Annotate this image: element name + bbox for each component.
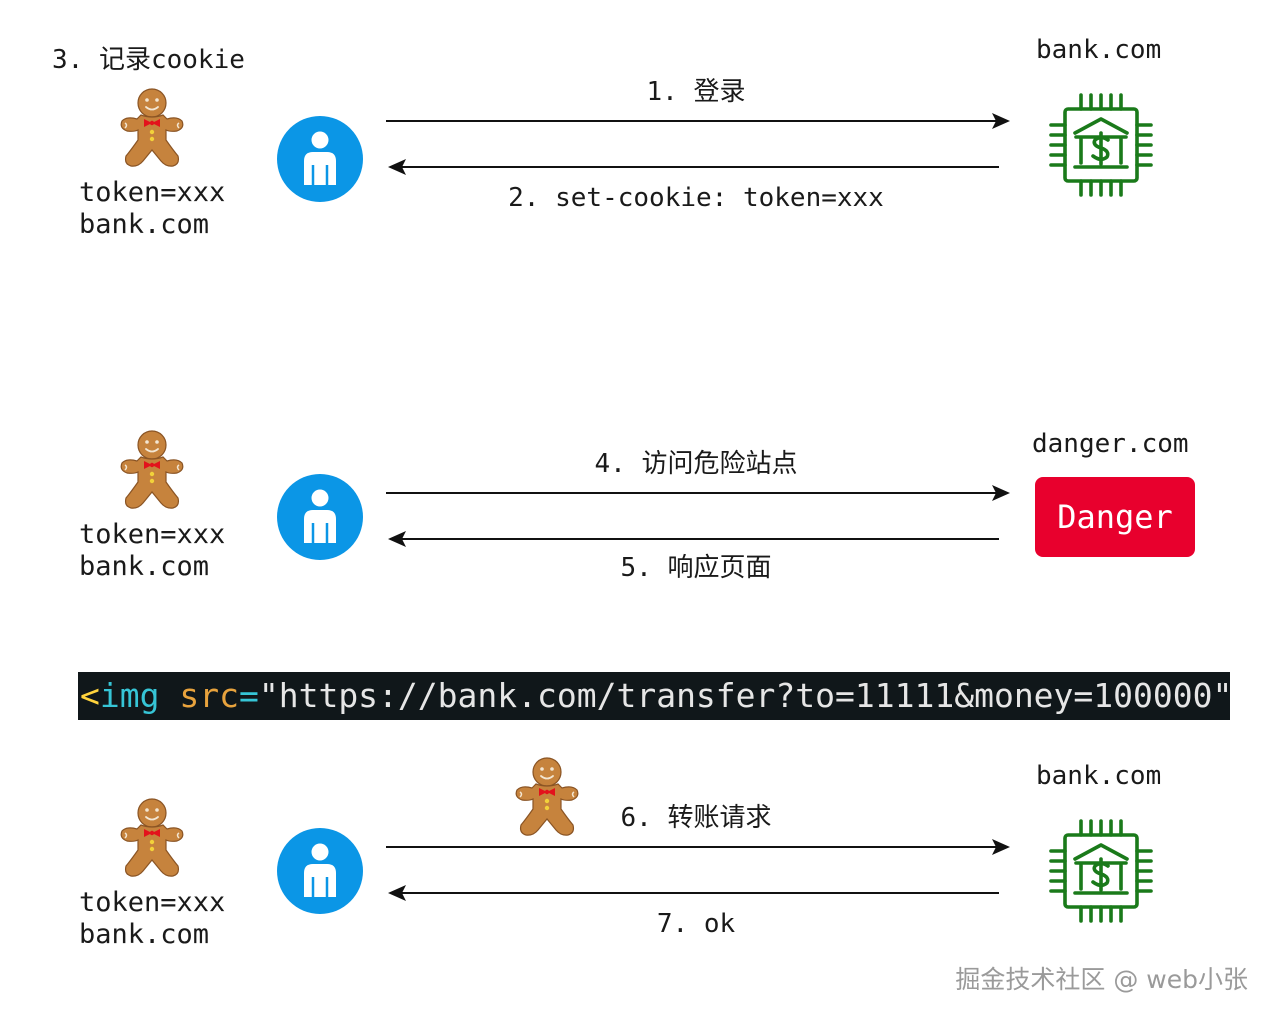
user-icon (276, 473, 364, 561)
request-arrow (386, 113, 1010, 129)
cookie-info: token=xxx bank.com (79, 519, 225, 583)
response-arrow-label: 5. 响应页面 (620, 553, 772, 583)
code-url: "https://bank.com/transfer?to=11111&mone… (258, 676, 1230, 715)
cookie-token: token=xxx (79, 887, 226, 918)
response-arrow-label: 7. ok (656, 909, 736, 939)
server-label: bank.com (1036, 35, 1162, 65)
request-arrow-label: 1. 登录 (646, 77, 746, 107)
response-arrow (388, 531, 999, 547)
cookie-info: token=xxx bank.com (79, 887, 225, 951)
user-icon (276, 115, 364, 203)
response-arrow (388, 159, 999, 175)
bank-server-icon (1045, 89, 1157, 201)
cookie-domain: bank.com (79, 209, 210, 240)
cookie-token: token=xxx (79, 177, 226, 208)
watermark: 掘金技术社区 @ web小张 (955, 965, 1248, 994)
response-arrow (388, 885, 999, 901)
server-label: bank.com (1036, 761, 1162, 791)
request-arrow (386, 839, 1010, 855)
cookie-domain: bank.com (79, 551, 210, 582)
code-open-bracket: < (80, 676, 100, 715)
user-icon (276, 827, 364, 915)
server-label: danger.com (1032, 429, 1189, 459)
cookie-store-title: 3. 记录cookie (52, 45, 245, 75)
danger-site-badge-label: Danger (1057, 498, 1173, 536)
cookie-info: token=xxx bank.com (79, 177, 225, 241)
cookie-token: token=xxx (79, 519, 226, 550)
code-tag: img (99, 676, 160, 715)
cookie-domain: bank.com (79, 919, 210, 950)
code-attr: src (179, 676, 239, 715)
response-arrow-label: 2. set-cookie: token=xxx (508, 183, 884, 213)
request-arrow (386, 485, 1010, 501)
code-eq: = (238, 676, 259, 715)
bank-server-icon (1045, 815, 1157, 927)
gingerbread-cookie-icon (117, 428, 187, 512)
gingerbread-cookie-icon (117, 86, 187, 170)
danger-site-badge[interactable]: Danger (1035, 477, 1195, 557)
request-arrow-label: 4. 访问危险站点 (594, 449, 798, 479)
gingerbread-cookie-icon (117, 796, 187, 880)
request-arrow-label: 6. 转账请求 (620, 803, 772, 833)
malicious-img-code: <img src="https://bank.com/transfer?to=1… (78, 672, 1230, 720)
